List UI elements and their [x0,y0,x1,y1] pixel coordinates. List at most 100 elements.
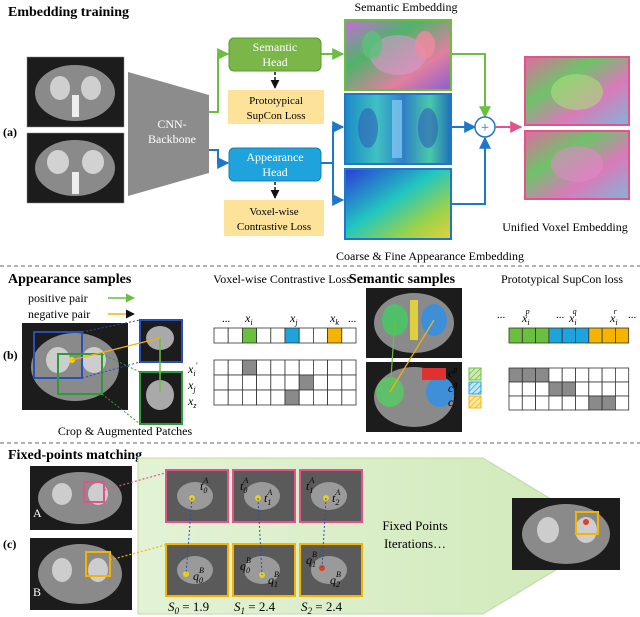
header-xk: xk [329,311,339,327]
voxel-matrix-cell [312,359,328,376]
proto-matrix-cell [508,381,523,397]
voxel-matrix-cell [241,359,257,376]
label-q0-copy: q0B [240,556,251,575]
zoom-link-a [103,472,166,491]
backbone-label-2: Backbone [148,132,196,146]
proto-matrix-cell [548,367,563,383]
backbone-to-semantic-arrow [209,48,230,113]
patch-a-2 [299,469,363,523]
sum-operator-symbol: + [481,120,489,136]
proto-matrix-cell [548,395,563,411]
zoom-link-b [109,544,166,561]
proto-matrix-cell [535,395,550,411]
header-xi: xi [244,311,253,327]
appearance-to-coarse-arrow [332,163,345,206]
proto-matrix-cell [535,367,550,383]
voxel-header-cell [284,327,300,344]
voxel-matrix-cell [327,389,343,406]
proto-matrix-cell [535,381,550,397]
patch-b-0 [165,543,229,597]
proto-header-ellipsis-1: ... [497,309,506,321]
voxel-matrix-cell [256,389,272,406]
patch-b-2 [299,543,363,597]
match-link-1 [257,497,263,576]
proto-matrix-cell [615,395,630,411]
coarse-fine-label: Coarse & Fine Appearance Embedding [336,249,524,263]
proto-header-ellipsis-3: ... [628,309,637,321]
proto-matrix-cell [521,395,536,411]
ct-image-bottom [26,132,125,204]
patch-a-1 [232,469,296,523]
proto-loss-box [228,90,324,124]
section-b-label: (b) [3,348,18,362]
proto-matrix-cell [521,367,536,383]
voxel-matrix-cell [298,374,314,391]
proto-matrix-cell [575,395,590,411]
proto-header-cell [521,327,536,344]
label-cr: cr [448,394,457,409]
label-q1-copy: q1B [306,550,317,569]
ct-image-result [512,498,620,570]
row-label-xz: xz [187,394,197,410]
row-label-xi: xi′ [187,361,198,378]
label-q0: q0B [193,566,204,585]
section-c-title: Fixed-points matching [8,448,142,463]
header-ellipsis-2: ... [348,313,357,325]
cnn-backbone [128,72,209,196]
label-b: B [33,585,41,599]
prototype-cr [468,395,482,409]
voxel-matrix-cell [284,359,300,376]
voxel-matrix-cell [270,359,286,376]
voxel-matrix-cell [213,359,229,376]
proto-matrix-cell [601,381,616,397]
header-xj: xj [289,311,298,327]
crop-link-blue-1 [81,319,141,333]
label-cp: cp [448,365,457,380]
proto-loss-matrix [508,327,630,411]
voxel-matrix-cell [270,389,286,406]
proto-matrix-cell [561,381,576,397]
voxel-header-cell [213,327,229,344]
label-a: A [33,506,42,520]
label-t0: t0A [200,476,208,495]
label-t1-copy: t1A [306,476,314,495]
proto-matrix-cell [548,381,563,397]
voxel-header-cell [298,327,314,344]
unified-embedding-label: Unified Voxel Embedding [502,220,628,234]
match-link-0 [185,497,193,575]
crop-caption: Crop & Augmented Patches [58,424,193,438]
voxel-loss-box [224,200,324,236]
voxel-header-cell [270,327,286,344]
voxel-matrix-cell [284,389,300,406]
semantic-samples-title: Semantic samples [349,272,456,287]
proto-header-cell [548,327,563,344]
voxel-matrix-cell [312,389,328,406]
label-t0-copy: t0A [240,476,248,495]
proto-header-cell [588,327,603,344]
voxel-matrix-cell [241,374,257,391]
appearance-head-label-2: Head [262,165,287,179]
proto-loss-label-2: SupCon Loss [247,110,306,122]
semantic-embedding-image [344,19,452,91]
proto-header-cell [508,327,523,344]
prototype-cq [468,381,482,395]
proto-matrix-cell [588,381,603,397]
semantic-to-sum-arrow [451,53,491,119]
label-t1: t1A [264,488,272,507]
unified-embedding-top [524,56,630,126]
voxel-loss-label-1: Voxel-wise [249,206,298,218]
appearance-head [228,147,322,182]
proto-matrix-cell [561,395,576,411]
proto-matrix-cell [601,395,616,411]
unified-embedding-bottom [524,130,630,200]
proto-header-xr: xir [609,307,618,327]
crop-patch-green [139,371,183,425]
coarse-to-sum-arrow [451,136,491,205]
score-s1: S1 = 2.4 [234,599,276,616]
section-a-label: (a) [3,125,17,139]
score-s0: S0 = 1.9 [168,599,209,616]
voxel-matrix-cell [298,359,314,376]
voxel-matrix-cell [327,359,343,376]
semantic-positive-link [389,319,396,393]
proto-matrix-cell [508,367,523,383]
